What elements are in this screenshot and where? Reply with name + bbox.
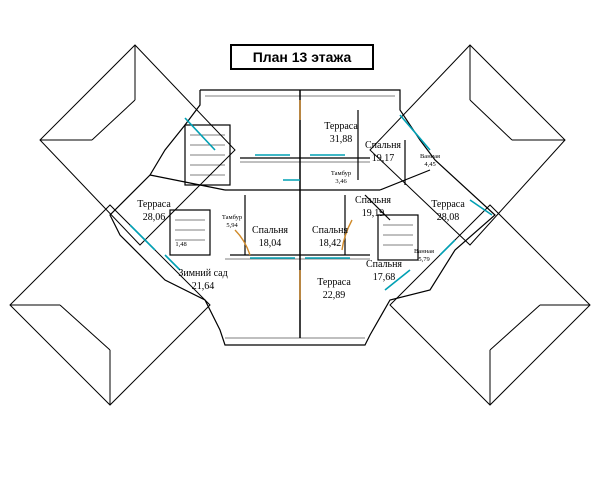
room-area: 5,79 — [418, 256, 429, 263]
room-area: 1,48 — [175, 241, 186, 248]
roof-outlines — [9, 44, 591, 406]
room-area: 28,06 — [143, 212, 166, 223]
doors — [234, 100, 353, 300]
room-name: Спальня — [252, 225, 288, 236]
room-area: 19,17 — [372, 153, 395, 164]
room-area: 22,89 — [323, 290, 346, 301]
room-area: 19,19 — [362, 208, 385, 219]
room-area: 18,04 — [259, 238, 282, 249]
room-name: Зимний сад — [178, 268, 227, 279]
room-name: Спальня — [312, 225, 348, 236]
room-area: 21,64 — [192, 281, 215, 292]
room-area: 18,42 — [319, 238, 342, 249]
room-name: Терраса — [431, 199, 465, 210]
building-walls — [109, 89, 496, 346]
room-name: Терраса — [317, 277, 351, 288]
windows — [129, 114, 493, 291]
room-name: Спальня — [365, 140, 401, 151]
room-labels: Терраса 31,88 Спальня 19,17 Ванная 4,45 … — [137, 121, 465, 301]
room-name: Тамбур — [222, 214, 242, 221]
stairs — [175, 134, 413, 246]
room-area: 5,94 — [226, 222, 238, 229]
room-area: 28,08 — [437, 212, 460, 223]
room-area: 17,68 — [373, 272, 396, 283]
room-name: Ванная — [414, 248, 434, 255]
room-name: Ванная — [420, 153, 440, 160]
room-area: 31,88 — [330, 134, 353, 145]
room-area: 4,45 — [424, 161, 435, 168]
room-name: Терраса — [137, 199, 171, 210]
room-area: 3,46 — [335, 178, 347, 185]
room-name: Терраса — [324, 121, 358, 132]
room-name: Спальня — [355, 195, 391, 206]
room-name: Тамбур — [331, 170, 351, 177]
room-name: Спальня — [366, 259, 402, 270]
plan-title: План 13 этажа — [230, 44, 374, 70]
